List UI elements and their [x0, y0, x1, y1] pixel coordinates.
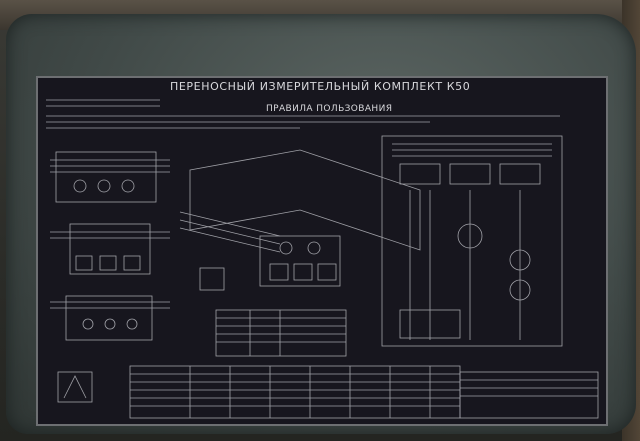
transformer-diagram: [189, 149, 421, 251]
schematic-1: [55, 151, 157, 203]
instruction-plate: [36, 76, 608, 426]
plate-subtitle: ПРАВИЛА ПОЛЬЗОВАНИЯ: [266, 104, 393, 114]
logo-symbol: [57, 371, 93, 403]
plate-title: ПЕРЕНОСНЫЙ ИЗМЕРИТЕЛЬНЫЙ КОМПЛЕКТ К50: [170, 80, 471, 93]
table-1: [215, 309, 347, 357]
schematic-3: [65, 295, 153, 341]
schematic-2: [69, 223, 151, 275]
schematic-right: [381, 135, 563, 347]
